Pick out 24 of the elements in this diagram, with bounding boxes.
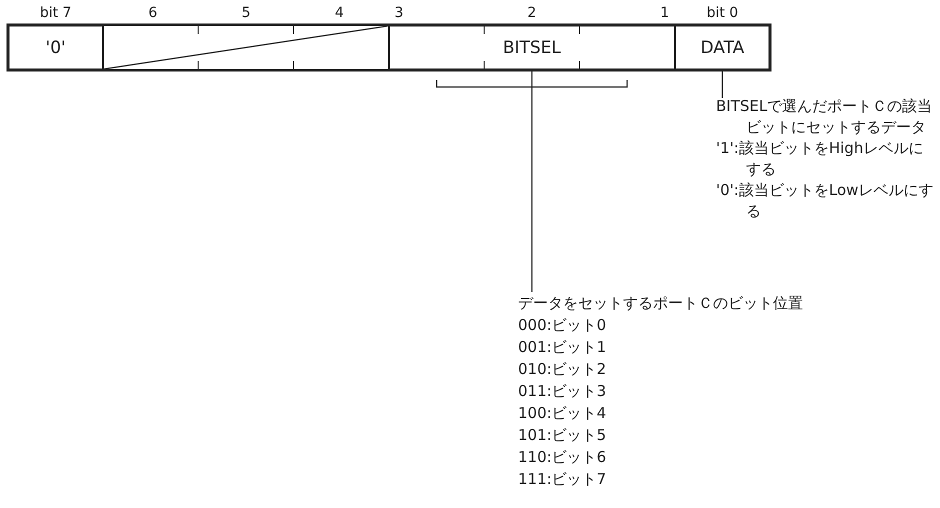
leader-line (722, 70, 723, 98)
bit-field: BITSEL (389, 25, 675, 70)
description-text: '1':該当ビットをHighレベルにする (716, 138, 924, 180)
bit-number: 1 (659, 5, 670, 21)
unused-field (103, 25, 389, 70)
bit-number: 3 (394, 5, 404, 21)
bit-number: 2 (526, 5, 538, 21)
description-text: 110:ビット6 (518, 447, 608, 468)
description-text: 001:ビット1 (518, 337, 608, 358)
bit-number: bit 7 (38, 5, 72, 21)
bit-number: 5 (240, 5, 252, 21)
bit-number: bit 0 (706, 5, 740, 21)
description-text: 101:ビット5 (518, 425, 608, 446)
description-text: 100:ビット4 (518, 403, 608, 424)
bit-number: 6 (147, 5, 158, 21)
description-text: 011:ビット3 (518, 381, 608, 402)
description-text: 111:ビット7 (518, 469, 608, 490)
leader-line (436, 69, 628, 293)
description-text: 000:ビット0 (518, 315, 608, 336)
description-text: データをセットするポートＣのビット位置 (518, 293, 804, 314)
description-text: 010:ビット2 (518, 359, 608, 380)
description-text: BITSELで選んだポートＣの該当ビットにセットするデータ (716, 96, 934, 138)
description-text: '0':該当ビットをLowレベルにする (716, 180, 934, 222)
bit-number: 4 (334, 5, 345, 21)
